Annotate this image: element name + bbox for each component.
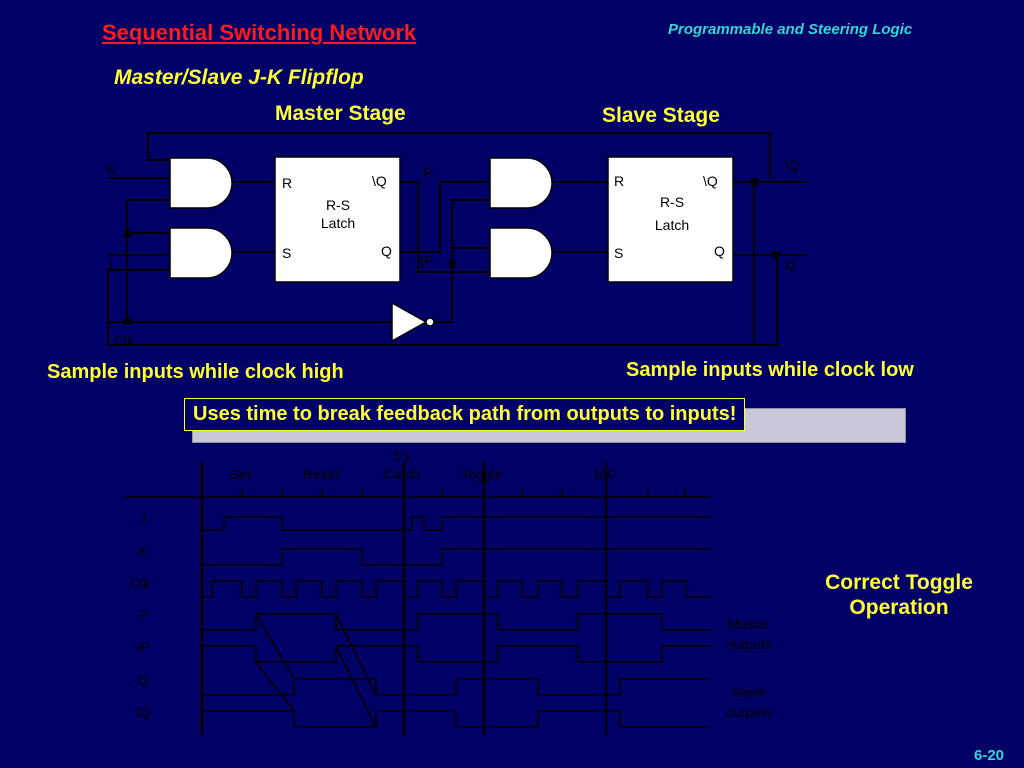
waveform-j bbox=[202, 516, 710, 531]
p-wire bbox=[400, 181, 490, 253]
signal-label-pbar: \P bbox=[136, 639, 149, 655]
slave-latch-s-label: S bbox=[614, 245, 623, 261]
timing-title: Correct Toggle Operation bbox=[825, 571, 973, 619]
inverted-clk-wire-r bbox=[432, 199, 490, 323]
junction-dot bbox=[772, 251, 779, 258]
master-outputs-label-2: outputs bbox=[726, 636, 772, 652]
slave-and-gate-r bbox=[489, 157, 553, 209]
master-latch-q-label: Q bbox=[381, 243, 392, 259]
signal-label-j: J bbox=[140, 510, 147, 526]
signal-label-k: K bbox=[138, 543, 148, 559]
time-ticks bbox=[241, 489, 686, 497]
feedback-wire-qbar bbox=[107, 255, 778, 346]
signal-label-q: Q bbox=[138, 672, 149, 688]
timing-diagram: Set Reset 1's Catch Toggle 100 J K Clk P… bbox=[124, 448, 772, 735]
waveform-q bbox=[202, 678, 710, 696]
signal-label-clk: Clk bbox=[130, 575, 151, 591]
p-label: P bbox=[423, 165, 432, 181]
slave-latch-name-line1: R-S bbox=[660, 194, 684, 210]
master-rs-latch bbox=[274, 156, 401, 283]
pbar-wire bbox=[400, 181, 490, 273]
junction-dot bbox=[751, 178, 758, 185]
master-stage-label: Master Stage bbox=[275, 102, 406, 125]
waveform-p bbox=[202, 613, 710, 631]
slave-and-gate-s bbox=[489, 227, 553, 279]
slide-number: 6-20 bbox=[974, 747, 1005, 764]
slave-outputs-label-2: outputs bbox=[726, 704, 772, 720]
slide-subtitle: Master/Slave J-K Flipflop bbox=[114, 66, 364, 89]
phase-label-set: Set bbox=[229, 466, 250, 482]
causality-lines bbox=[255, 613, 377, 728]
junction-dot bbox=[124, 230, 131, 237]
master-and-gate-j bbox=[169, 227, 233, 279]
phase-label-reset: Reset bbox=[303, 466, 340, 482]
clock-inverter bbox=[391, 301, 428, 343]
slave-latch-q-label: Q bbox=[714, 243, 725, 259]
inverter-bubble bbox=[425, 317, 435, 327]
master-latch-s-label: S bbox=[282, 245, 291, 261]
phase-label-ones-catch-2: Catch bbox=[384, 466, 421, 482]
waveform-pbar bbox=[202, 645, 710, 663]
master-and-gate-k bbox=[169, 157, 233, 209]
q-output-label-bottom: Q bbox=[785, 257, 796, 273]
slave-latch-qbar-label: \Q bbox=[703, 173, 718, 189]
slave-latch-name-line2: Latch bbox=[655, 217, 689, 233]
master-outputs-label: Master bbox=[728, 616, 771, 632]
j-input-label: J bbox=[106, 257, 113, 273]
feedback-wire-q bbox=[147, 132, 771, 178]
waveform-clk bbox=[202, 580, 710, 598]
slave-stage-label: Slave Stage bbox=[602, 104, 720, 127]
clk-wire-k bbox=[126, 199, 170, 322]
phase-label-100: 100 bbox=[592, 466, 616, 482]
circuit-diagram: R S \Q Q R-S Latch P \P R S \Q Q R-S Lat… bbox=[106, 132, 808, 349]
master-latch-r-label: R bbox=[282, 175, 292, 191]
clk-input-label: Clk bbox=[114, 333, 135, 349]
signal-label-p: P bbox=[139, 607, 148, 623]
waveform-k bbox=[202, 548, 710, 566]
note-clock-low: Sample inputs while clock low bbox=[626, 359, 914, 381]
note-clock-high: Sample inputs while clock high bbox=[47, 361, 344, 383]
k-input-label: K bbox=[106, 161, 116, 177]
slave-rs-latch bbox=[607, 156, 734, 283]
junction-dot bbox=[124, 318, 131, 325]
pbar-label: \P bbox=[420, 253, 433, 269]
master-latch-name-line2: Latch bbox=[321, 215, 355, 231]
master-latch-name-line1: R-S bbox=[326, 197, 350, 213]
master-latch-qbar-label: \Q bbox=[372, 173, 387, 189]
phase-label-ones-catch: 1's bbox=[393, 448, 410, 464]
slave-outputs-label: Slave bbox=[731, 684, 766, 700]
q-output-label-top: \Q bbox=[785, 157, 800, 173]
slide-title: Sequential Switching Network bbox=[102, 20, 417, 45]
slave-latch-r-label: R bbox=[614, 173, 624, 189]
section-header: Programmable and Steering Logic bbox=[668, 21, 913, 38]
phase-label-toggle: Toggle bbox=[461, 466, 502, 482]
waveform-qbar bbox=[202, 710, 710, 728]
feedback-banner: Uses time to break feedback path from ou… bbox=[184, 398, 746, 431]
signal-label-qbar: \Q bbox=[136, 704, 151, 720]
